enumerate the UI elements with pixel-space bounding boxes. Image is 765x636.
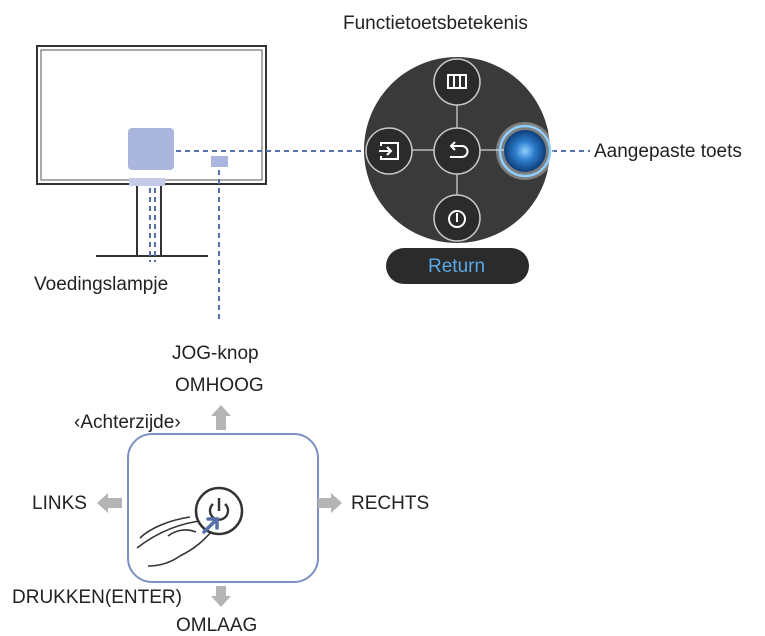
press-arrow (202, 517, 219, 534)
left-arrow (97, 493, 122, 513)
return-icon (449, 141, 469, 158)
down-label: OMLAAG (176, 615, 258, 636)
up-label: OMHOOG (175, 375, 264, 396)
power-led-area (128, 128, 174, 170)
connector-lines (149, 150, 590, 322)
press-enter-label: DRUKKEN(ENTER) (12, 587, 182, 608)
return-button-label: Return (428, 256, 486, 277)
finger-illustration (136, 516, 216, 567)
custom-key-label: Aangepaste toets (594, 141, 742, 162)
left-key-button[interactable] (365, 127, 413, 175)
jog-button-label: JOG-knop (172, 343, 259, 364)
power-led-label: Voedingslampje (34, 274, 169, 295)
custom-key-icon (504, 130, 546, 172)
right-arrow (318, 493, 342, 513)
back-side-label: ‹Achterzijde› (74, 412, 181, 433)
return-button[interactable] (386, 248, 529, 284)
up-arrow (211, 405, 231, 430)
jog-button-marker (211, 156, 228, 167)
top-key-button[interactable] (433, 58, 481, 106)
monitor (36, 45, 267, 257)
jog-panel (127, 433, 319, 583)
bottom-key-button[interactable] (433, 194, 481, 242)
source-icon (379, 142, 399, 160)
right-key-button[interactable] (496, 122, 554, 180)
jog-power-icon (208, 498, 230, 521)
left-label: LINKS (32, 493, 87, 514)
picture-mode-icon (447, 74, 467, 89)
stand-joint (129, 178, 165, 186)
function-key-title: Functietoetsbetekenis (343, 13, 528, 34)
right-label: RECHTS (351, 493, 430, 514)
power-icon (448, 210, 466, 228)
center-key-button[interactable] (433, 127, 481, 175)
down-arrow (211, 586, 231, 607)
